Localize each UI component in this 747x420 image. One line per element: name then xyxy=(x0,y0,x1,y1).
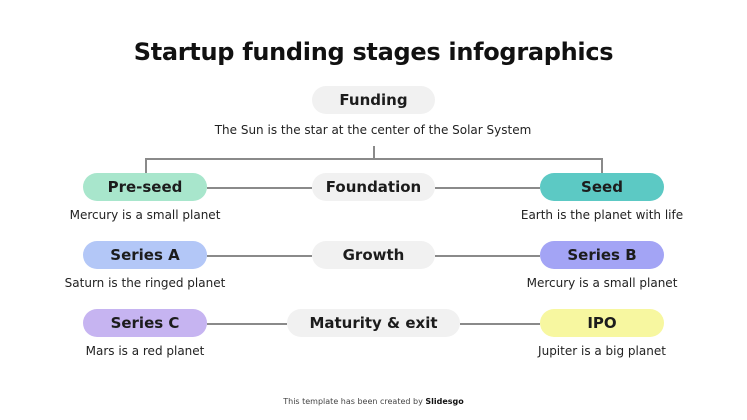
row1-right-connector xyxy=(435,187,540,189)
caption-pre-seed: Mercury is a small planet xyxy=(69,208,221,222)
connector-right-drop xyxy=(601,158,603,173)
page-title: Startup funding stages infographics xyxy=(133,38,614,66)
caption-ipo: Jupiter is a big planet xyxy=(538,344,666,358)
row3-left-connector xyxy=(207,323,287,325)
row2-right-connector xyxy=(435,255,540,257)
footer-prefix: This template has been created by xyxy=(283,397,426,406)
stage-label: IPO xyxy=(587,314,617,332)
stage-pill-ipo: IPO xyxy=(540,309,664,337)
phase-label: Growth xyxy=(342,246,405,264)
connector-trunk xyxy=(373,146,375,158)
caption-series-b: Mercury is a small planet xyxy=(526,276,678,290)
connector-left-drop xyxy=(145,158,147,173)
root-label: Funding xyxy=(339,91,408,109)
connector-horizontal xyxy=(145,158,603,160)
stage-pill-series-b: Series B xyxy=(540,241,664,269)
stage-label: Series A xyxy=(110,246,180,264)
row2-left-connector xyxy=(207,255,312,257)
stage-pill-series-c: Series C xyxy=(83,309,207,337)
stage-pill-seed: Seed xyxy=(540,173,664,201)
row1-left-connector xyxy=(207,187,312,189)
phase-pill-growth: Growth xyxy=(312,241,435,269)
footer-credit: This template has been created by Slides… xyxy=(0,397,747,406)
stage-pill-series-a: Series A xyxy=(83,241,207,269)
stage-label: Series B xyxy=(567,246,637,264)
root-pill-funding: Funding xyxy=(312,86,435,114)
row3-right-connector xyxy=(460,323,540,325)
stage-label: Seed xyxy=(581,178,623,196)
caption-seed: Earth is the planet with life xyxy=(520,208,684,222)
stage-pill-pre-seed: Pre-seed xyxy=(83,173,207,201)
phase-pill-foundation: Foundation xyxy=(312,173,435,201)
root-description: The Sun is the star at the center of the… xyxy=(214,123,532,137)
phase-pill-maturity-exit: Maturity & exit xyxy=(287,309,460,337)
stage-label: Series C xyxy=(110,314,180,332)
stage-label: Pre-seed xyxy=(107,178,183,196)
phase-label: Foundation xyxy=(325,178,422,196)
caption-series-c: Mars is a red planet xyxy=(85,344,205,358)
phase-label: Maturity & exit xyxy=(309,314,438,332)
footer-brand[interactable]: Slidesgo xyxy=(425,397,464,406)
caption-series-a: Saturn is the ringed planet xyxy=(64,276,226,290)
